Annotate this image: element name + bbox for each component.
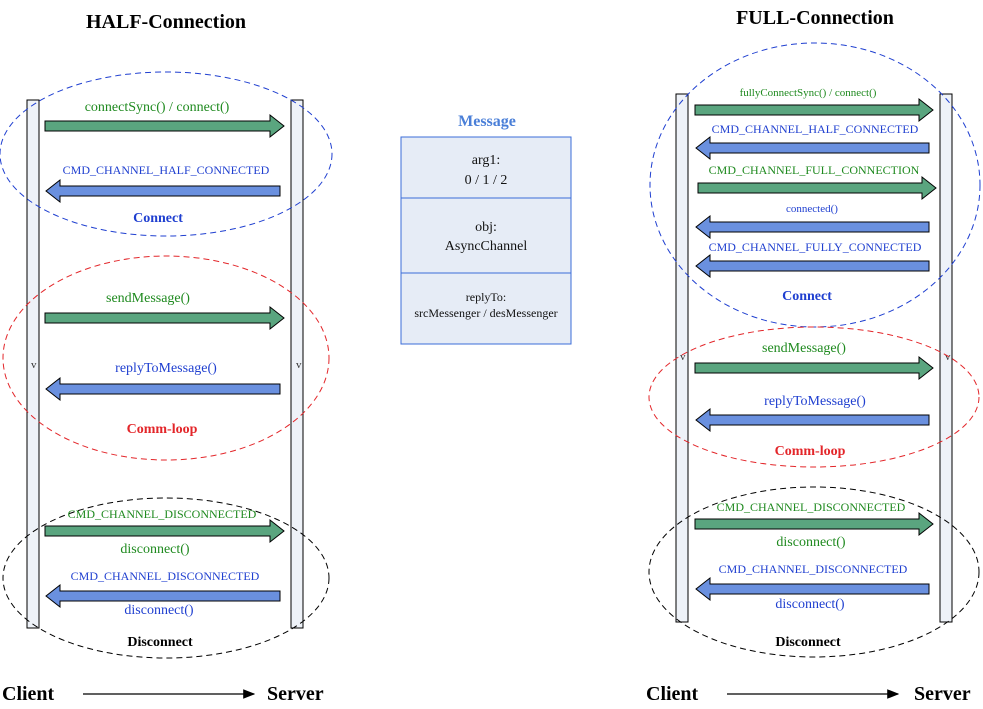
full-client-lifeline <box>675 93 689 623</box>
full-msg-send-label: sendMessage() <box>762 341 846 356</box>
half-server-label: Server <box>267 683 324 705</box>
half-msg-connect-sync-label: connectSync() / connect() <box>85 100 230 115</box>
half-connect-label: Connect <box>133 211 183 226</box>
half-comm-loop-group <box>2 255 330 461</box>
half-msg-half-connected-label: CMD_CHANNEL_HALF_CONNECTED <box>63 163 270 177</box>
half-server-lifeline <box>290 99 304 629</box>
full-msg-disconnected-2-label: CMD_CHANNEL_DISCONNECTED <box>719 562 908 576</box>
half-disconnect-group <box>2 497 330 659</box>
full-connect-group <box>649 42 981 328</box>
full-arrow-half-connected <box>695 135 930 161</box>
half-connection-title: HALF-Connection <box>86 11 246 33</box>
message-replyto-name: replyTo: <box>466 290 506 304</box>
half-connect-group <box>0 71 333 237</box>
full-arrow-disconnect-2 <box>695 576 930 602</box>
full-msg-disconnect-1-label: disconnect() <box>776 535 846 550</box>
full-msg-disconnected-1-label: CMD_CHANNEL_DISCONNECTED <box>717 500 906 514</box>
full-disconnect-label: Disconnect <box>775 635 841 650</box>
half-msg-send-label: sendMessage() <box>106 291 190 306</box>
message-replyto-value: srcMessenger / desMessenger <box>414 306 557 320</box>
message-arg1-name: arg1: <box>472 153 501 168</box>
half-client-v-marker: v <box>31 359 37 371</box>
full-arrow-reply <box>695 407 930 433</box>
half-msg-reply-label: replyToMessage() <box>115 361 217 376</box>
half-disconnect-label: Disconnect <box>127 635 193 650</box>
full-arrow-connected <box>695 214 930 240</box>
full-arrow-fully-connect-sync <box>694 97 934 123</box>
half-arrow-disconnect-2 <box>45 583 281 609</box>
full-client-v-marker: v <box>680 351 686 363</box>
full-comm-loop-group <box>648 326 980 468</box>
full-connect-label: Connect <box>782 289 832 304</box>
full-server-lifeline <box>939 93 953 623</box>
full-server-label: Server <box>914 683 971 705</box>
half-arrow-reply <box>45 376 281 402</box>
full-arrow-full-connection <box>697 175 937 201</box>
full-server-v-marker: v <box>945 351 951 363</box>
half-client-lifeline <box>26 99 40 629</box>
full-msg-disconnect-2-label: disconnect() <box>775 597 845 612</box>
half-comm-loop-label: Comm-loop <box>127 422 198 437</box>
full-connection-title: FULL-Connection <box>736 7 894 29</box>
full-msg-full-connection-label: CMD_CHANNEL_FULL_CONNECTION <box>709 163 920 177</box>
full-disconnect-group <box>648 486 980 658</box>
half-msg-disconnected-1-label: CMD_CHANNEL_DISCONNECTED <box>68 507 257 521</box>
full-arrow-disconnect-1 <box>694 511 934 537</box>
full-comm-loop-label: Comm-loop <box>775 444 846 459</box>
full-msg-fully-connected-label: CMD_CHANNEL_FULLY_CONNECTED <box>709 240 922 254</box>
full-msg-fully-connect-sync-label: fullyConnectSync() / connect() <box>740 87 877 99</box>
half-arrow-send <box>44 305 285 331</box>
message-box <box>400 136 572 345</box>
half-msg-disconnect-2-label: disconnect() <box>124 603 194 618</box>
half-arrow-half-connected <box>45 178 281 204</box>
full-msg-connected-label: connected() <box>786 203 838 215</box>
message-title: Message <box>458 113 516 130</box>
message-obj-value: AsyncChannel <box>445 239 528 254</box>
message-obj-name: obj: <box>475 220 497 235</box>
full-client-label: Client <box>646 683 699 705</box>
half-msg-disconnected-2-label: CMD_CHANNEL_DISCONNECTED <box>71 569 260 583</box>
half-msg-disconnect-1-label: disconnect() <box>120 542 190 557</box>
full-arrow-fully-connected <box>695 253 930 279</box>
full-msg-reply-label: replyToMessage() <box>764 394 866 409</box>
full-msg-half-connected-label: CMD_CHANNEL_HALF_CONNECTED <box>712 122 919 136</box>
half-arrow-connect-sync <box>44 113 285 139</box>
full-arrow-send <box>694 355 934 381</box>
message-arg1-value: 0 / 1 / 2 <box>465 173 508 188</box>
half-server-v-marker: v <box>296 359 302 371</box>
half-arrow-disconnect-1 <box>44 518 285 544</box>
half-client-label: Client <box>2 683 55 705</box>
